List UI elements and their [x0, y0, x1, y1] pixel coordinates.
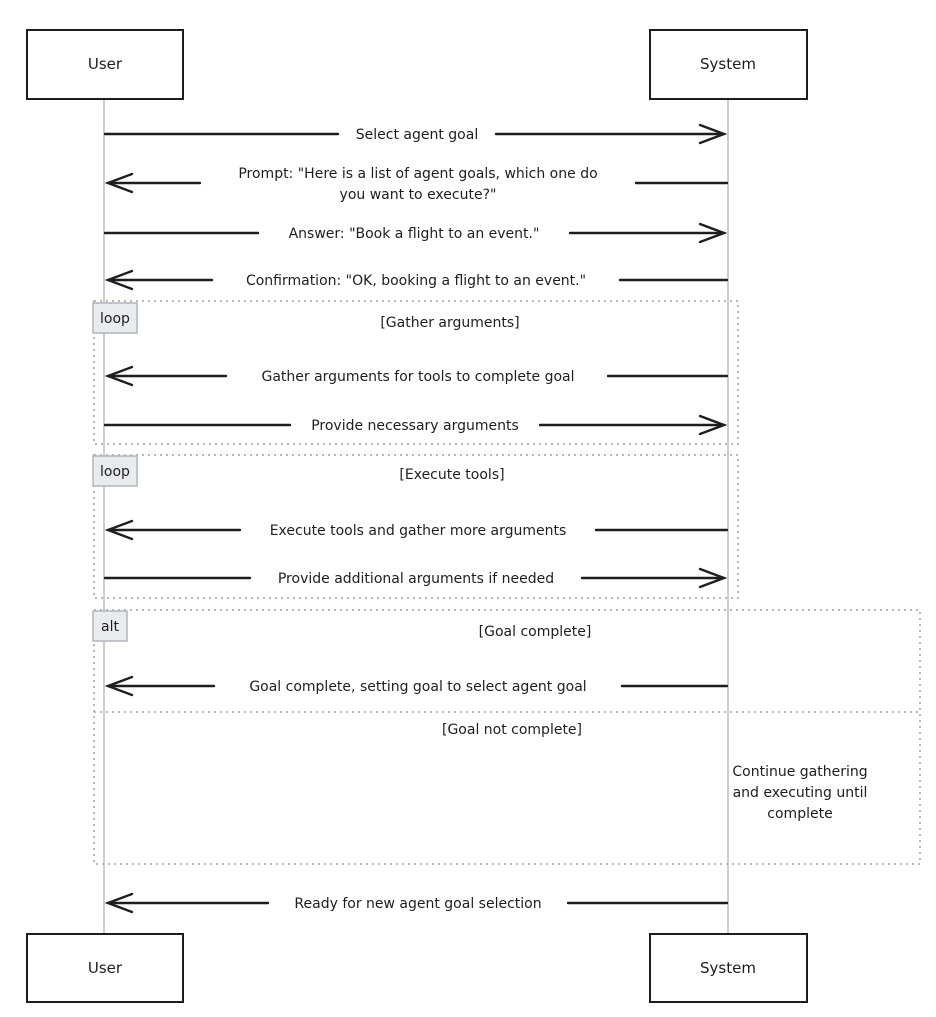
message-label-line-1: Prompt: "Here is a list of agent goals, …	[238, 166, 597, 182]
note-line-1: Continue gathering	[732, 764, 867, 780]
alt-guard-not-complete: [Goal not complete]	[442, 722, 582, 738]
arrow-head-right	[698, 222, 728, 244]
alt-guard-complete: [Goal complete]	[479, 624, 592, 640]
message-answer: Answer: "Book a flight to an event."	[103, 222, 728, 244]
message-label: Confirmation: "OK, booking a flight to a…	[246, 273, 586, 289]
arrow-head-left	[104, 172, 134, 194]
message-label: Provide additional arguments if needed	[278, 571, 554, 587]
loop-frame-execute: loop [Execute tools]	[92, 454, 739, 599]
arrow-head-left	[104, 365, 134, 387]
arrow-head-left	[104, 675, 134, 697]
message-label: Gather arguments for tools to complete g…	[261, 369, 574, 385]
loop-label-execute: loop	[100, 464, 130, 480]
message-select-agent-goal: Select agent goal	[103, 123, 728, 145]
arrow-head-right	[698, 414, 728, 436]
message-label-line-2: you want to execute?"	[340, 187, 497, 203]
actor-user-label: User	[88, 55, 123, 73]
loop-tab-gather	[92, 302, 138, 334]
message-provide-additional: Provide additional arguments if needed	[103, 567, 728, 589]
alt-frame: alt [Goal complete] [Goal not complete]	[92, 609, 921, 865]
actor-user-bottom: User	[26, 933, 184, 1003]
arrow-head-left	[104, 519, 134, 541]
message-label: Goal complete, setting goal to select ag…	[249, 679, 586, 695]
message-provide-arguments: Provide necessary arguments	[103, 414, 728, 436]
message-gather-arguments: Gather arguments for tools to complete g…	[104, 365, 729, 387]
alt-tab	[92, 610, 128, 642]
arrow-head-right	[698, 567, 728, 589]
arrow-head-left	[104, 892, 134, 914]
message-confirmation: Confirmation: "OK, booking a flight to a…	[104, 269, 729, 291]
message-label: Provide necessary arguments	[311, 418, 519, 434]
actor-user-label: User	[88, 959, 123, 977]
alt-label: alt	[101, 619, 119, 635]
message-label: Ready for new agent goal selection	[294, 896, 541, 912]
loop-label-gather: loop	[100, 311, 130, 327]
note-line-2: and executing until	[733, 785, 868, 801]
loop-guard-execute: [Execute tools]	[399, 467, 504, 483]
loop-frame-gather: loop [Gather arguments]	[92, 300, 739, 445]
arrow-head-left	[104, 269, 134, 291]
arrow-head-right	[698, 123, 728, 145]
message-label: Select agent goal	[356, 127, 478, 143]
continue-note: Continue gathering and executing until c…	[732, 764, 867, 822]
actor-user-top: User	[26, 29, 184, 100]
message-prompt-goals: Prompt: "Here is a list of agent goals, …	[104, 166, 729, 203]
actor-system-top: System	[649, 29, 808, 100]
actor-system-label: System	[700, 55, 756, 73]
message-ready-new-goal: Ready for new agent goal selection	[104, 892, 729, 914]
message-label: Answer: "Book a flight to an event."	[289, 226, 540, 242]
message-label: Execute tools and gather more arguments	[270, 523, 567, 539]
loop-tab-execute	[92, 455, 138, 487]
actor-system-label: System	[700, 959, 756, 977]
message-execute-tools: Execute tools and gather more arguments	[104, 519, 729, 541]
message-goal-complete: Goal complete, setting goal to select ag…	[104, 675, 729, 697]
actor-system-bottom: System	[649, 933, 808, 1003]
note-line-3: complete	[767, 806, 832, 822]
loop-guard-gather: [Gather arguments]	[380, 315, 519, 331]
